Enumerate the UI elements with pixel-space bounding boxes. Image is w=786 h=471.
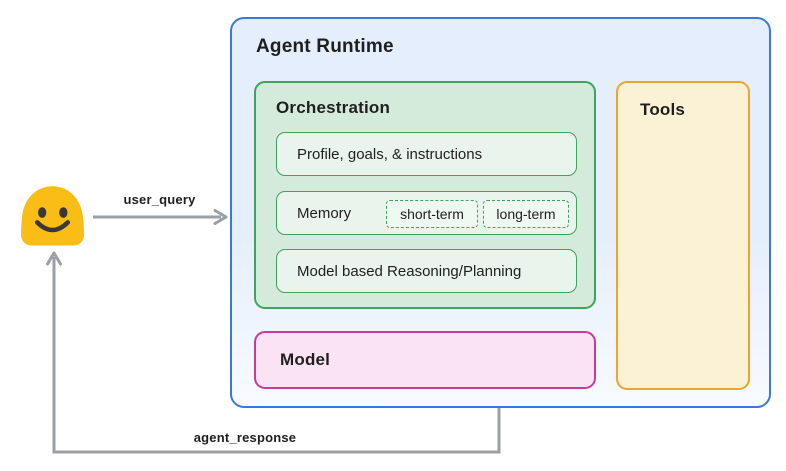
reasoning-planning-label: Model based Reasoning/Planning [297, 262, 522, 280]
agent-response-label: agent_response [193, 430, 297, 445]
agent-runtime-box: Agent Runtime Orchestration Profile, goa… [230, 17, 771, 408]
tools-box: Tools [616, 81, 750, 390]
model-title: Model [280, 350, 331, 369]
orchestration-box: Orchestration Profile, goals, & instruct… [254, 81, 596, 309]
emoji-left-eye [38, 207, 47, 218]
emoji-body [20, 186, 85, 246]
user-query-label: user_query [123, 192, 196, 207]
memory-label: Memory [297, 204, 352, 222]
model-box: Model [254, 331, 596, 389]
emoji-smile [34, 220, 71, 233]
long-term-memory-chip: long-term [483, 200, 569, 228]
profile-goals-instructions-label: Profile, goals, & instructions [297, 145, 483, 163]
user-query-arrowhead-icon [213, 209, 228, 225]
tools-title: Tools [640, 100, 686, 119]
memory-box: Memory short-term long-term [276, 191, 577, 235]
reasoning-planning-box: Model based Reasoning/Planning [276, 249, 577, 293]
emoji-right-eye [59, 207, 68, 218]
orchestration-title: Orchestration [276, 98, 391, 117]
agent-response-arrowhead-icon [46, 251, 62, 266]
short-term-memory-chip: short-term [386, 200, 478, 228]
user-smiling-face-icon [20, 186, 85, 246]
agent-runtime-title: Agent Runtime [256, 36, 394, 57]
profile-goals-instructions-box: Profile, goals, & instructions [276, 132, 577, 176]
